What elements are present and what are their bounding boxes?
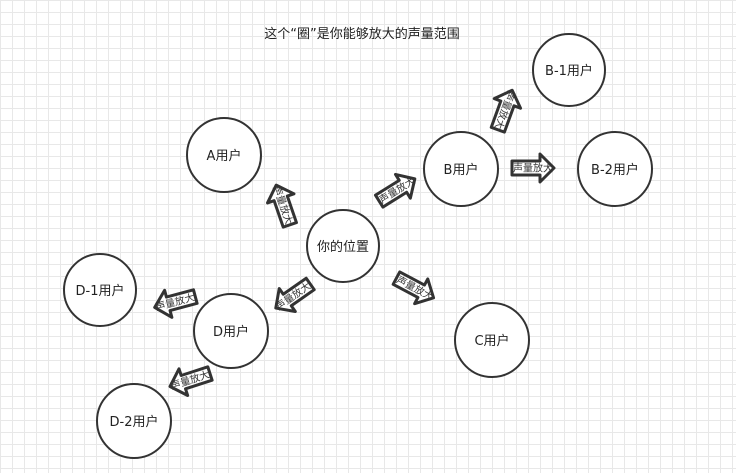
arrow-b-to-b2: 声量放大: [510, 152, 556, 184]
node-you: 你的位置: [306, 209, 380, 283]
arrow-you-to-d: 声量放大: [273, 276, 316, 313]
node-label-d2: D-2用户: [110, 414, 159, 430]
arrow-b-to-b1: 声量放大: [489, 88, 523, 134]
node-d1: D-1用户: [63, 253, 137, 327]
node-a: A用户: [186, 117, 262, 193]
node-label-a: A用户: [207, 148, 242, 164]
arrow-d-to-d2: 声量放大: [168, 365, 214, 397]
arrow-d-to-d1: 声量放大: [153, 288, 199, 319]
arrow-label: 声量放大: [492, 89, 518, 131]
arrow-you-to-a: 声量放大: [265, 183, 298, 229]
node-label-d: D用户: [213, 324, 249, 340]
node-b2: B-2用户: [577, 131, 653, 207]
arrow-you-to-c: 声量放大: [391, 270, 436, 306]
arrow-label: 声量放大: [513, 162, 553, 175]
node-label-b2: B-2用户: [591, 162, 639, 178]
node-b1: B-1用户: [532, 33, 606, 107]
node-label-b: B用户: [444, 162, 479, 178]
node-d: D用户: [193, 293, 269, 369]
diagram-title: 这个“圈”是你能够放大的声量范围: [264, 26, 459, 42]
node-label-c: C用户: [474, 333, 509, 349]
arrow-you-to-b: 声量放大: [373, 172, 417, 209]
node-label-you: 你的位置: [317, 239, 369, 255]
node-label-d1: D-1用户: [76, 283, 125, 299]
node-b: B用户: [423, 131, 499, 207]
node-d2: D-2用户: [96, 383, 172, 459]
node-c: C用户: [454, 302, 530, 378]
node-label-b1: B-1用户: [545, 63, 593, 79]
